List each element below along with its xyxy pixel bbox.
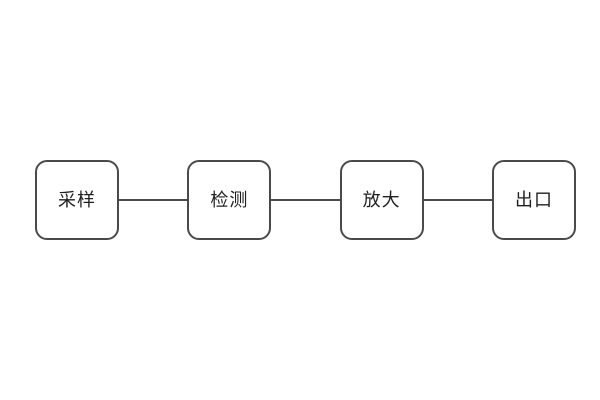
node-output: 出口 [491,160,576,240]
connector-detection-amplification [271,199,340,201]
node-sampling: 采样 [35,160,119,240]
node-output-label: 出口 [514,190,553,210]
connector-sampling-detection [119,199,188,201]
node-sampling-label: 采样 [58,190,96,210]
node-detection-label: 检测 [210,190,249,210]
node-detection: 检测 [187,160,272,240]
flowchart: 采样 检测 放大 出口 [35,160,576,240]
connector-amplification-output [423,199,492,201]
node-amplification-label: 放大 [362,190,401,210]
node-amplification: 放大 [339,160,424,240]
